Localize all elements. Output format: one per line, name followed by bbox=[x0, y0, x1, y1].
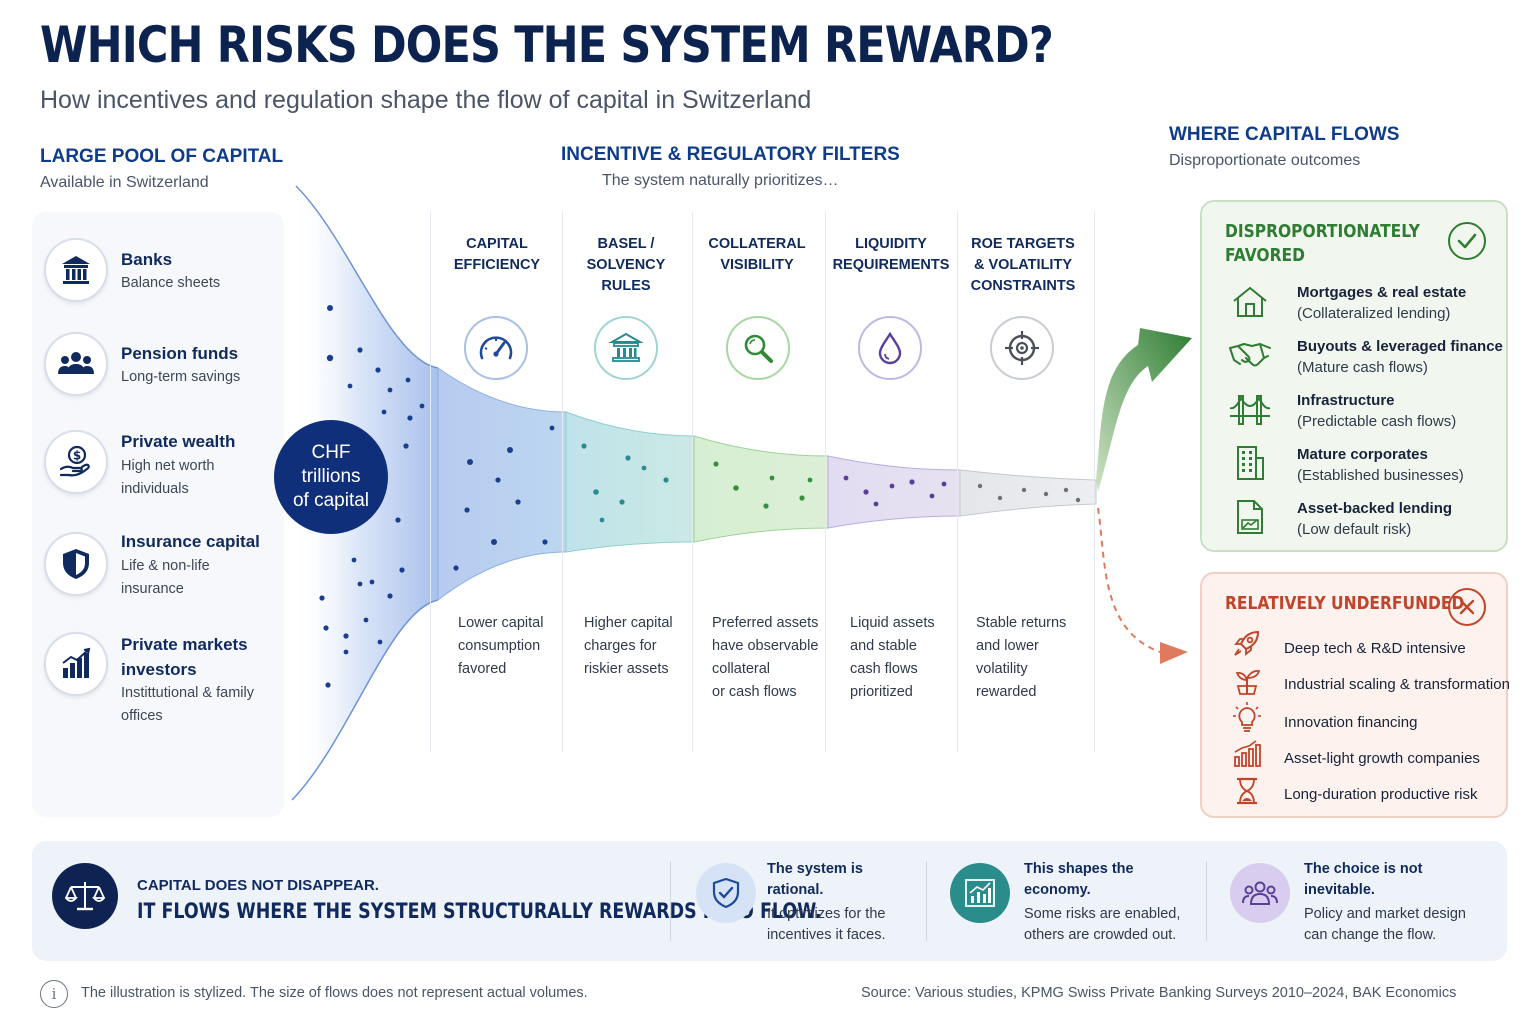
bank-icon bbox=[44, 238, 108, 302]
column-divider bbox=[957, 212, 958, 752]
underfunded-panel: RELATIVELY UNDERFUNDED Deep tech & R&D i… bbox=[1200, 572, 1510, 818]
underfunded-flow-arrow bbox=[1097, 507, 1161, 653]
building-icon bbox=[1234, 444, 1266, 487]
capital-sources-panel: Banks Balance sheets Pension funds Long-… bbox=[32, 212, 284, 817]
banner-point-text: Some risks are enabled,others are crowde… bbox=[1024, 906, 1181, 943]
column-divider bbox=[562, 212, 563, 752]
cross-icon bbox=[1448, 588, 1486, 626]
growth-bars-icon bbox=[1232, 740, 1262, 773]
sprout-icon bbox=[1232, 666, 1262, 701]
banner-line-1: CAPITAL DOES NOT DISAPPEAR. bbox=[137, 877, 379, 894]
group-icon bbox=[1230, 863, 1290, 923]
magnifier-icon bbox=[726, 316, 790, 380]
svg-text:$: $ bbox=[73, 449, 81, 463]
filters-subheading: The system naturally prioritizes… bbox=[602, 172, 839, 189]
check-icon bbox=[1448, 222, 1486, 260]
favored-item-name: Infrastructure bbox=[1297, 392, 1395, 409]
favored-item-desc: (Collateralized lending) bbox=[1297, 305, 1451, 322]
page-title: WHICH RISKS DOES THE SYSTEM REWARD? bbox=[40, 16, 1054, 74]
footer-source: Source: Various studies, KPMG Swiss Priv… bbox=[861, 985, 1457, 1001]
banner-divider bbox=[1206, 861, 1207, 941]
source-desc: Long-term savings bbox=[121, 369, 241, 385]
people-icon bbox=[44, 332, 108, 396]
source-name: Banks bbox=[121, 250, 173, 269]
flows-heading: WHERE CAPITAL FLOWS bbox=[1169, 124, 1400, 145]
flows-subheading: Disproportionate outcomes bbox=[1169, 152, 1361, 169]
filters-heading: INCENTIVE & REGULATORY FILTERS bbox=[561, 144, 900, 165]
handshake-icon bbox=[1228, 338, 1272, 379]
favored-item-desc: (Predictable cash flows) bbox=[1297, 413, 1457, 430]
underfunded-item: Long-duration productive risk bbox=[1284, 786, 1478, 803]
conclusion-banner: CAPITAL DOES NOT DISAPPEAR. IT FLOWS WHE… bbox=[32, 841, 1507, 961]
source-name: Private wealth bbox=[121, 432, 236, 451]
bank-icon bbox=[594, 316, 658, 380]
gauge-icon bbox=[464, 316, 528, 380]
page-subtitle: How incentives and regulation shape the … bbox=[40, 86, 812, 114]
droplet-icon bbox=[858, 316, 922, 380]
shield-check-icon bbox=[696, 863, 756, 923]
pool-heading: LARGE POOL OF CAPITAL bbox=[40, 146, 284, 167]
bar-chart-icon bbox=[44, 632, 108, 696]
column-divider bbox=[1094, 212, 1095, 752]
underfunded-item: Innovation financing bbox=[1284, 714, 1418, 731]
favored-item-name: Mortgages & real estate bbox=[1297, 284, 1467, 301]
column-divider bbox=[692, 212, 693, 752]
scales-icon bbox=[52, 863, 118, 929]
favored-item-name: Buyouts & leveraged finance bbox=[1297, 338, 1503, 355]
favored-flow-arrow bbox=[1096, 328, 1192, 492]
rocket-icon bbox=[1232, 628, 1262, 663]
target-icon bbox=[990, 316, 1054, 380]
hourglass-icon bbox=[1234, 776, 1260, 811]
bridge-icon bbox=[1228, 392, 1272, 433]
source-desc: Balance sheets bbox=[121, 275, 221, 291]
favored-item-name: Asset-backed lending bbox=[1297, 500, 1453, 517]
shield-icon bbox=[44, 532, 108, 596]
chart-up-icon bbox=[950, 863, 1010, 923]
info-icon: i bbox=[40, 980, 68, 1008]
footer-note: The illustration is stylized. The size o… bbox=[81, 985, 588, 1001]
favored-item-desc: (Established businesses) bbox=[1297, 467, 1464, 484]
favored-item-desc: (Mature cash flows) bbox=[1297, 359, 1428, 376]
source-name: Insurance capital bbox=[121, 532, 260, 551]
banner-divider bbox=[670, 861, 671, 941]
house-icon bbox=[1230, 284, 1270, 325]
document-chart-icon bbox=[1234, 498, 1266, 541]
underfunded-item: Asset-light growth companies bbox=[1284, 750, 1480, 767]
column-divider bbox=[430, 212, 431, 752]
banner-divider bbox=[926, 861, 927, 941]
underfunded-item: Deep tech & R&D intensive bbox=[1284, 640, 1466, 657]
favored-item-name: Mature corporates bbox=[1297, 446, 1428, 463]
hand-coin-icon: $ bbox=[44, 430, 108, 494]
favored-item-desc: (Low default risk) bbox=[1297, 521, 1412, 538]
column-divider bbox=[825, 212, 826, 752]
source-name: Pension funds bbox=[121, 344, 239, 363]
underfunded-item: Industrial scaling & transformation bbox=[1284, 676, 1510, 693]
pool-subheading: Available in Switzerland bbox=[40, 174, 209, 191]
lightbulb-icon bbox=[1232, 702, 1262, 739]
underfunded-title: RELATIVELY UNDERFUNDED bbox=[1225, 593, 1465, 614]
